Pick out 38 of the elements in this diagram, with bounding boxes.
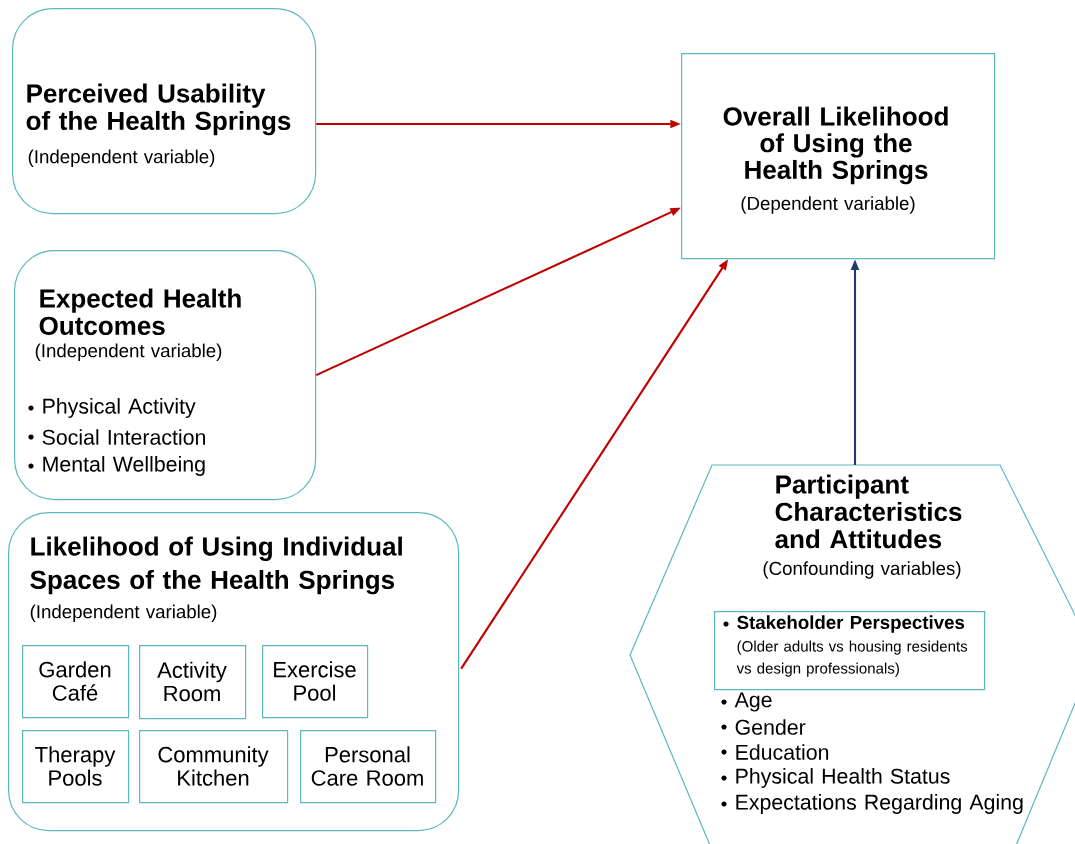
- box: [22, 645, 130, 719]
- box: [22, 730, 130, 804]
- box-label: Exercise Pool: [274, 661, 356, 701]
- variable-type: (Independent variable): [35, 343, 222, 361]
- variable-type: (Dependent variable): [741, 196, 915, 214]
- list-item: Physical Health Status: [721, 768, 950, 788]
- list-item: Stakeholder Perspectives: [723, 615, 965, 633]
- list-item: Physical Activity: [28, 398, 196, 418]
- box: [262, 645, 369, 719]
- list-item: Gender: [721, 719, 806, 735]
- list-item: Social Interaction: [28, 429, 205, 445]
- box-heading: Expected Health Outcomes: [39, 288, 241, 336]
- rounded-box: [14, 250, 317, 501]
- list-item: Mental Wellbeing: [28, 456, 205, 476]
- rounded-box: [12, 8, 317, 215]
- box: [139, 645, 247, 720]
- list-item: Age: [721, 692, 772, 712]
- variable-type: (Independent variable): [30, 604, 217, 622]
- box-heading: Perceived Usability of the Health Springs: [26, 83, 291, 136]
- list-item: Education: [721, 744, 829, 760]
- rounded-box: [8, 512, 460, 832]
- box: [300, 730, 437, 804]
- box-label: Therapy Pools: [35, 746, 116, 786]
- variable-type: (Confounding variables): [763, 561, 961, 579]
- hexagon: [629, 464, 1075, 844]
- box-heading: Overall Likelihood of Using the Health Springs: [723, 106, 948, 185]
- box-label: Personal Care Room: [311, 746, 423, 786]
- box-heading: Participant Characteristics and Attitudes: [775, 474, 962, 549]
- box: [681, 53, 996, 260]
- box: [714, 611, 986, 691]
- box-label: Garden Café: [39, 661, 111, 701]
- box-label: Community Kitchen: [158, 746, 269, 786]
- list-item: Expectations Regarding Aging: [721, 794, 1023, 814]
- variable-type: (Independent variable): [28, 149, 215, 167]
- box-heading: Likelihood of Using Individual Spaces of the Health Springs: [30, 536, 402, 595]
- box-label: Activity Room: [157, 661, 227, 702]
- note: (Older adults vs housing residents vs design professionals): [736, 640, 968, 677]
- box: [139, 730, 289, 804]
